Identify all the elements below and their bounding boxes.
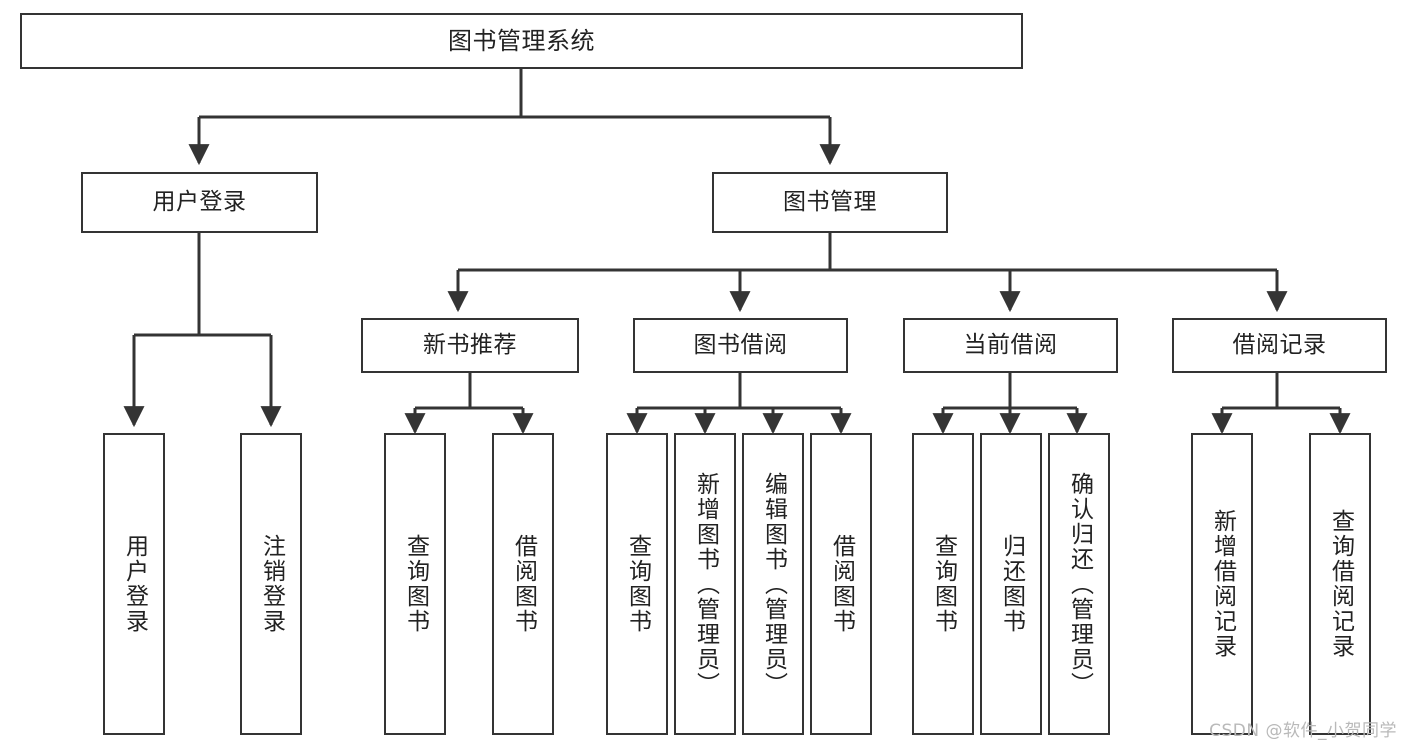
- node-current-borrow[interactable]: 当前借阅: [903, 318, 1118, 373]
- node-label: 借阅图书: [510, 534, 537, 634]
- node-label: 确认归还（管理员）: [1066, 471, 1093, 697]
- node-book-borrow[interactable]: 图书借阅: [633, 318, 848, 373]
- node-root-book-management-system[interactable]: 图书管理系统: [20, 13, 1023, 69]
- node-label: 图书管理系统: [448, 26, 595, 55]
- node-label: 图书管理: [783, 188, 877, 215]
- leaf-current-borrow-confirm-return-admin[interactable]: 确认归还（管理员）: [1048, 433, 1110, 735]
- node-new-book-recommend[interactable]: 新书推荐: [361, 318, 579, 373]
- node-label: 新增借阅记录: [1209, 509, 1236, 659]
- node-label: 新增图书（管理员）: [692, 471, 719, 697]
- node-label: 借阅图书: [828, 534, 855, 634]
- node-label: 借阅记录: [1232, 331, 1327, 358]
- node-label: 查询借阅记录: [1327, 509, 1354, 659]
- node-label: 注销登录: [258, 534, 285, 634]
- node-user-login[interactable]: 用户登录: [81, 172, 318, 233]
- node-label: 用户登录: [152, 188, 247, 215]
- node-label: 归还图书: [998, 534, 1025, 634]
- node-label: 查询图书: [930, 534, 957, 634]
- leaf-current-borrow-query-books[interactable]: 查询图书: [912, 433, 974, 735]
- leaf-book-borrow-edit-book-admin[interactable]: 编辑图书（管理员）: [742, 433, 804, 735]
- node-label: 当前借阅: [963, 331, 1058, 358]
- leaf-book-borrow-borrow-books[interactable]: 借阅图书: [810, 433, 872, 735]
- leaf-borrow-record-add-record[interactable]: 新增借阅记录: [1191, 433, 1253, 735]
- node-label: 用户登录: [121, 534, 148, 634]
- leaf-book-borrow-query-books[interactable]: 查询图书: [606, 433, 668, 735]
- node-book-management[interactable]: 图书管理: [712, 172, 948, 233]
- node-label: 查询图书: [624, 534, 651, 634]
- node-label: 编辑图书（管理员）: [760, 471, 787, 697]
- leaf-user-login-logout[interactable]: 注销登录: [240, 433, 302, 735]
- leaf-book-borrow-add-book-admin[interactable]: 新增图书（管理员）: [674, 433, 736, 735]
- leaf-user-login-login[interactable]: 用户登录: [103, 433, 165, 735]
- node-label: 查询图书: [402, 534, 429, 634]
- node-borrow-record[interactable]: 借阅记录: [1172, 318, 1387, 373]
- leaf-new-book-query-books[interactable]: 查询图书: [384, 433, 446, 735]
- leaf-borrow-record-query-record[interactable]: 查询借阅记录: [1309, 433, 1371, 735]
- leaf-new-book-borrow-books[interactable]: 借阅图书: [492, 433, 554, 735]
- watermark-text: CSDN @软件_小贺同学: [1209, 721, 1397, 741]
- node-label: 新书推荐: [423, 331, 517, 358]
- leaf-current-borrow-return-books[interactable]: 归还图书: [980, 433, 1042, 735]
- node-label: 图书借阅: [693, 331, 788, 358]
